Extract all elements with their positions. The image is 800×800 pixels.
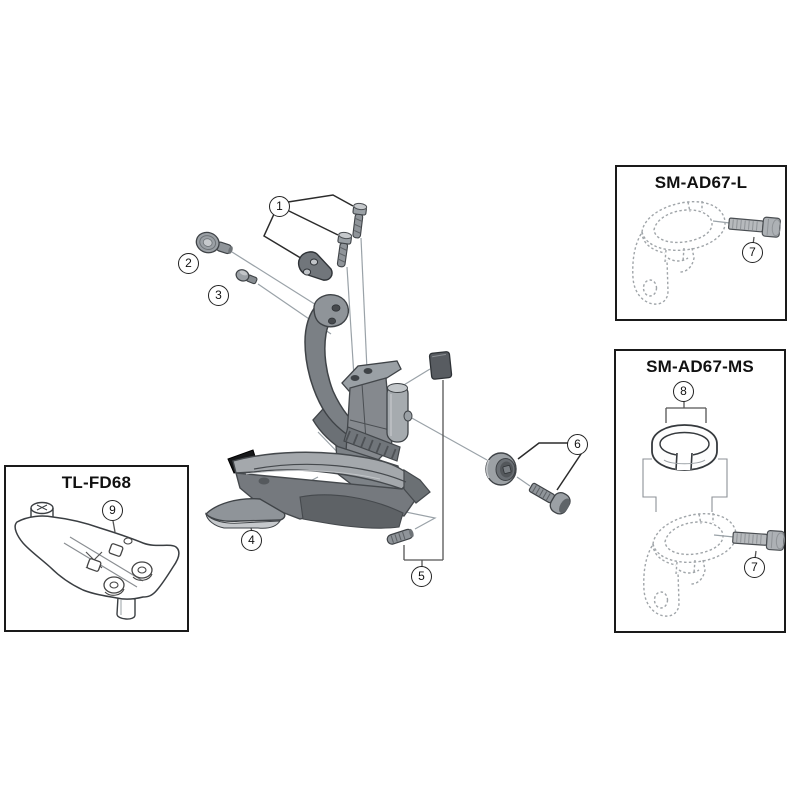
box-title-tl-fd68: TL-FD68 xyxy=(61,473,132,492)
clamp-bolt-7ms xyxy=(731,527,786,552)
callout-6: 6 xyxy=(567,434,588,455)
fixing-bolt-a xyxy=(352,202,368,239)
box-title-sm-ad67-l: SM-AD67-L xyxy=(654,173,748,192)
callout-2: 2 xyxy=(178,253,199,274)
backup-plate xyxy=(297,251,333,281)
band-clamp-l xyxy=(632,200,726,305)
stroke-adjust-bolt xyxy=(235,269,258,285)
band-clamp-ms xyxy=(643,512,737,617)
rubber-pad xyxy=(428,351,453,380)
fixing-bolt-b xyxy=(336,231,353,268)
skid-plate xyxy=(205,497,286,529)
clamp-bolt-7l xyxy=(727,213,782,239)
shim-guide-lines xyxy=(642,458,728,512)
callout-3: 3 xyxy=(208,285,229,306)
lock-nut xyxy=(485,452,517,486)
callout-4: 4 xyxy=(241,530,262,551)
clamp-bolt-6 xyxy=(528,482,571,515)
chain-guide-cage xyxy=(227,449,431,529)
tl-fd68-tool xyxy=(14,501,180,620)
callout-5: 5 xyxy=(411,566,432,587)
callout-9: 9 xyxy=(102,500,123,521)
box-title-sm-ad67-ms: SM-AD67-MS xyxy=(646,357,754,376)
parts-box-sm-ad67-l: SM-AD67-L xyxy=(615,165,787,321)
parts-box-tl-fd68: TL-FD68 xyxy=(4,465,189,632)
parts-box-sm-ad67-ms: SM-AD67-MS xyxy=(614,349,786,633)
callout-8: 8 xyxy=(673,381,694,402)
callout-1: 1 xyxy=(269,196,290,217)
shim-ring xyxy=(651,424,718,471)
cable-adjust-bolt xyxy=(195,231,233,255)
callout-7-l: 7 xyxy=(742,242,763,263)
callout-7-ms: 7 xyxy=(744,557,765,578)
callout-brackets xyxy=(263,194,584,491)
spring-pin xyxy=(386,528,414,545)
